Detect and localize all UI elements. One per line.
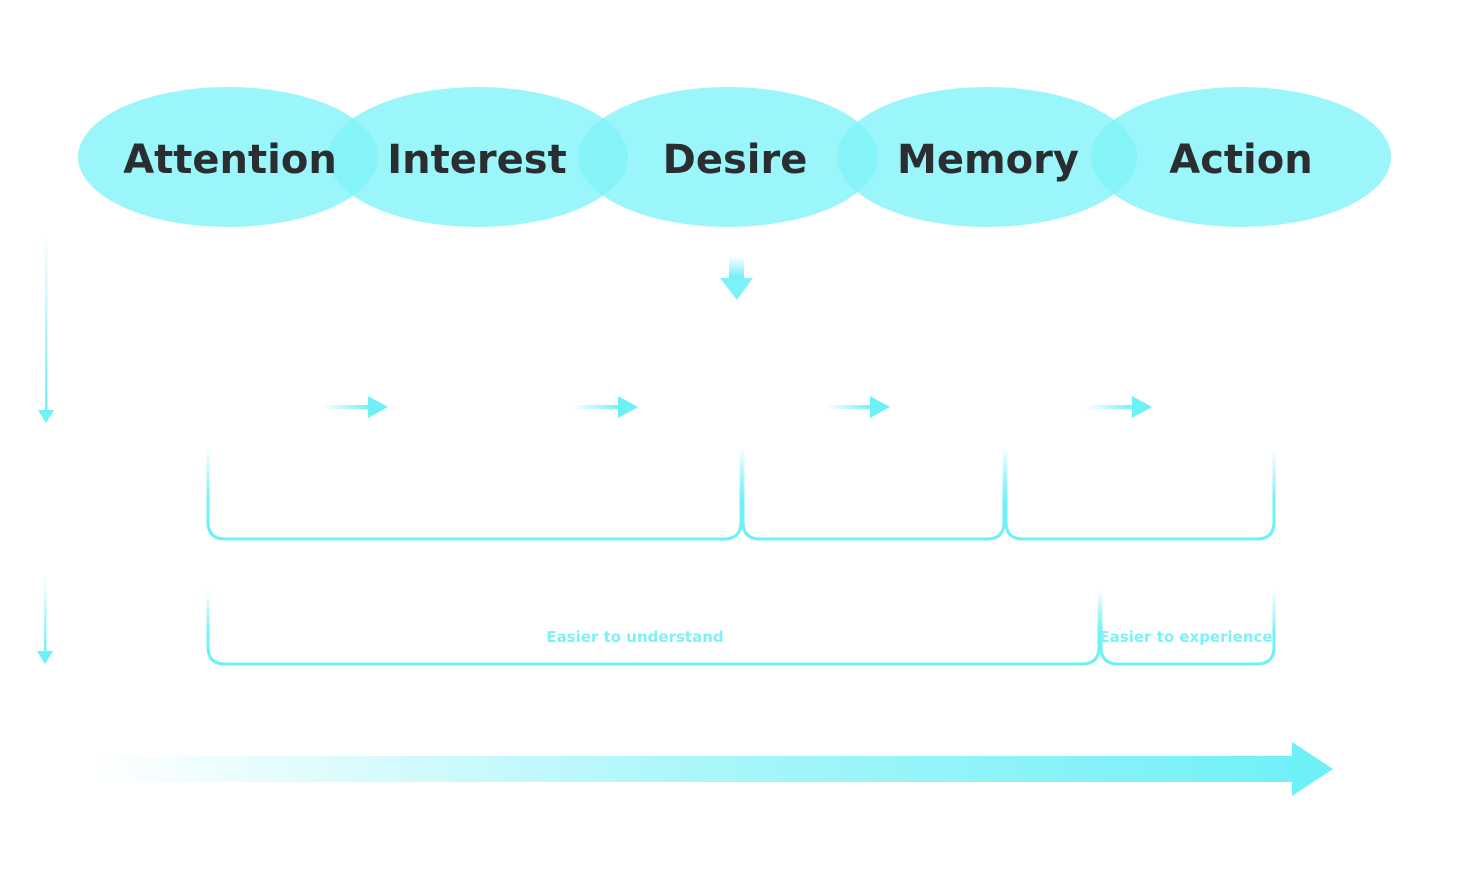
left-arrow-bottom	[37, 575, 53, 664]
stage-ellipse-memory	[837, 87, 1137, 227]
stage-ellipse-desire	[578, 87, 878, 227]
bracket-label-experience: Easier to experience	[1099, 628, 1272, 646]
timeline-arrow	[90, 742, 1333, 796]
stage-label-action: Action	[1169, 137, 1312, 183]
stage-label-attention: Attention	[123, 137, 337, 183]
stage-labels: Attention Interest Desire Memory Action	[123, 137, 1313, 183]
stage-label-desire: Desire	[663, 137, 808, 183]
stage-arrow-1	[322, 396, 388, 418]
stage-ellipse-interest	[328, 87, 628, 227]
stage-arrows	[322, 396, 1152, 418]
lower-bracket-experience	[1099, 588, 1276, 666]
upper-bracket-3	[1004, 446, 1276, 541]
left-arrow-top	[38, 230, 54, 423]
upper-bracket-1	[206, 446, 743, 541]
stage-arrow-3	[825, 396, 890, 418]
stage-label-memory: Memory	[897, 137, 1079, 183]
stage-ellipses	[78, 87, 1391, 227]
stage-ellipse-attention	[78, 87, 378, 227]
upper-bracket-2	[741, 446, 1006, 541]
stage-label-interest: Interest	[387, 137, 566, 183]
lower-brackets	[206, 588, 1276, 666]
lower-bracket-understand	[206, 588, 1101, 666]
stage-arrow-2	[572, 396, 638, 418]
upper-brackets	[206, 446, 1276, 541]
desire-down-arrow	[720, 256, 753, 300]
bracket-label-understand: Easier to understand	[546, 628, 723, 646]
stage-ellipse-action	[1091, 87, 1391, 227]
stage-arrow-4	[1086, 396, 1152, 418]
